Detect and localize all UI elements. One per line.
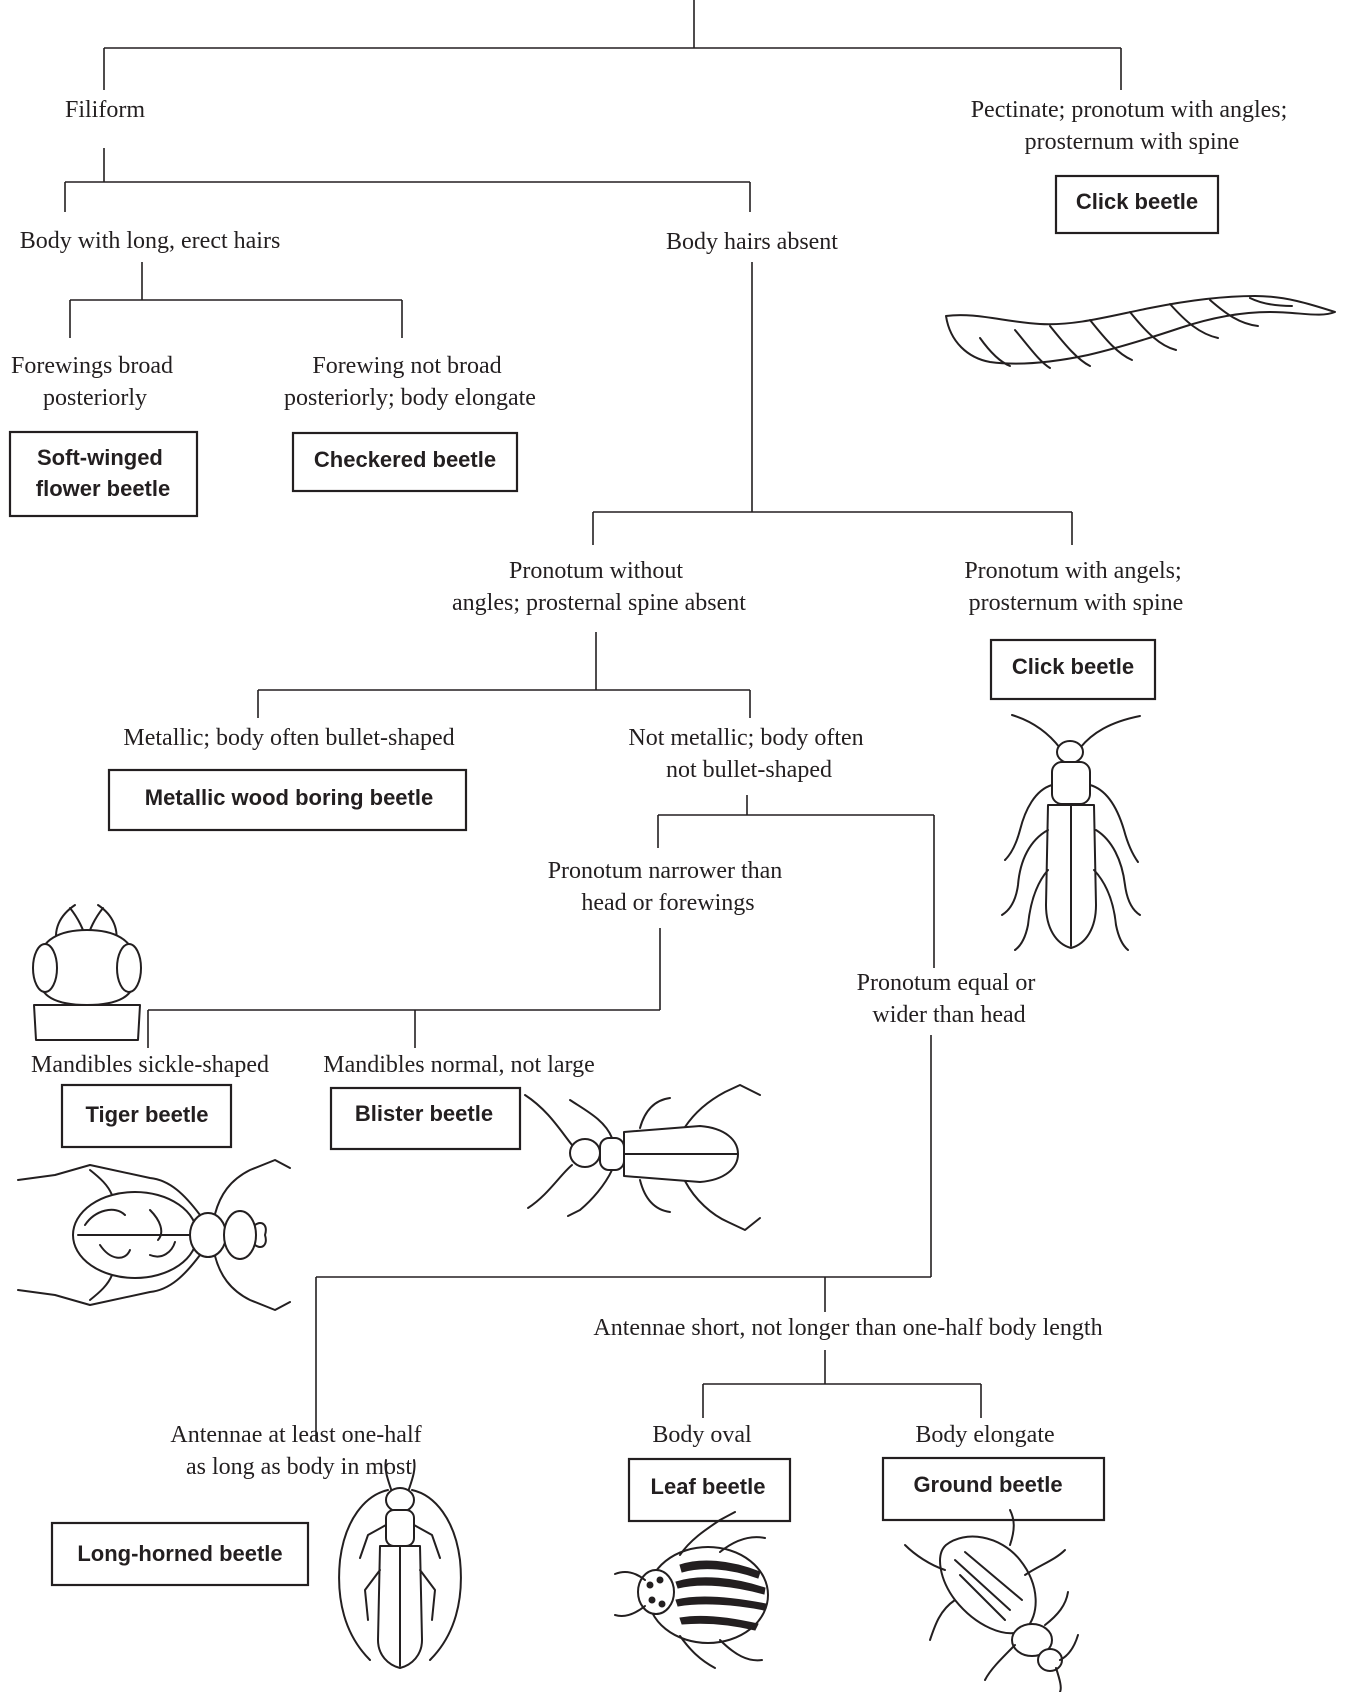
pronotum-without-label: Pronotum without angles; prosternal spin… xyxy=(452,558,746,616)
pronotum-with-label: Pronotum with angels; prosternum with sp… xyxy=(964,558,1187,616)
metallic-wood-label: Metallic wood boring beetle xyxy=(145,785,433,810)
soft-winged-line-2: flower beetle xyxy=(36,476,170,501)
leaf-beetle-label: Leaf beetle xyxy=(651,1474,766,1499)
pronotum-narrower-line-2: head or forewings xyxy=(581,890,754,916)
mandibles-sickle-line-1: Mandibles sickle-shaped xyxy=(31,1052,269,1078)
filiform-line-1: Filiform xyxy=(65,97,145,123)
svg-text:Tiger beetle: Tiger beetle xyxy=(85,1102,208,1127)
click-beetle-top-label: Click beetle xyxy=(1076,189,1198,214)
antennae-long-line-2: as long as body in most xyxy=(186,1454,412,1480)
svg-text:Blister beetle: Blister beetle xyxy=(355,1101,493,1126)
forewing-not-broad-line-1: Forewing not broad xyxy=(312,353,501,379)
antennae-long-line-1: Antennae at least one-half xyxy=(170,1422,421,1448)
body-elongate-line-1: Body elongate xyxy=(915,1422,1054,1448)
svg-text:Leaf beetle: Leaf beetle xyxy=(651,1474,766,1499)
pronotum-equal-line-2: wider than head xyxy=(872,1002,1025,1028)
result-box-ground-beetle: Ground beetle xyxy=(881,1456,1106,1522)
pectinate-label: Pectinate; pronotum with angles; proster… xyxy=(971,97,1294,155)
result-box-blister-beetle: Blister beetle xyxy=(329,1086,522,1151)
pectinate-line-1: Pectinate; pronotum with angles; xyxy=(971,97,1288,123)
pronotum-equal-line-1: Pronotum equal or xyxy=(857,970,1036,996)
svg-text:Checkered beetle: Checkered beetle xyxy=(314,447,496,472)
forewing-not-broad-label: Forewing not broad posteriorly; body elo… xyxy=(284,353,536,411)
not-metallic-line-2: not bullet-shaped xyxy=(666,757,832,783)
body-oval-line-1: Body oval xyxy=(652,1422,752,1448)
antennae-short-label: Antennae short, not longer than one-half… xyxy=(593,1315,1102,1341)
pronotum-with-line-1: Pronotum with angels; xyxy=(964,558,1181,584)
mandibles-normal-line-1: Mandibles normal, not large xyxy=(323,1052,595,1078)
body-oval-label: Body oval xyxy=(652,1422,752,1448)
result-box-long-horned-beetle: Long-horned beetle xyxy=(50,1521,310,1587)
pectinate-line-2: prosternum with spine xyxy=(1025,129,1240,155)
pronotum-narrower-line-1: Pronotum narrower than xyxy=(548,858,783,884)
forewings-broad-label: Forewings broad posteriorly xyxy=(11,353,179,411)
result-box-click-beetle: Click beetle xyxy=(989,638,1157,701)
svg-text:Click beetle: Click beetle xyxy=(1076,189,1198,214)
svg-text:Soft-winged flower beetl: Soft-winged flower beetle xyxy=(36,445,170,501)
long-hairs-line-1: Body with long, erect hairs xyxy=(20,228,281,254)
metallic-line-1: Metallic; body often bullet-shaped xyxy=(123,725,454,751)
blister-beetle-illustration xyxy=(524,1084,761,1231)
hairs-absent-line-1: Body hairs absent xyxy=(666,229,838,255)
ground-beetle-illustration xyxy=(904,1509,1079,1692)
result-box-click-beetle-top: Click beetle xyxy=(1054,174,1220,235)
body-elongate-label: Body elongate xyxy=(915,1422,1054,1448)
not-metallic-label: Not metallic; body often not bullet-shap… xyxy=(628,725,869,783)
click-beetle-label: Click beetle xyxy=(1012,654,1134,679)
ground-beetle-label: Ground beetle xyxy=(913,1472,1062,1497)
svg-text:Metallic wood boring beetle: Metallic wood boring beetle xyxy=(145,785,433,810)
hairs-absent-label: Body hairs absent xyxy=(666,229,838,255)
result-box-tiger-beetle: Tiger beetle xyxy=(60,1083,233,1149)
pronotum-without-line-1: Pronotum without xyxy=(509,558,683,584)
soft-winged-line-1: Soft-winged xyxy=(37,445,163,470)
antennae-long-label: Antennae at least one-half as long as bo… xyxy=(170,1422,427,1480)
forewings-broad-line-2: posteriorly xyxy=(43,385,147,411)
svg-text:Ground beetle: Ground beetle xyxy=(913,1472,1062,1497)
not-metallic-line-1: Not metallic; body often xyxy=(628,725,863,751)
antennae-short-line-1: Antennae short, not longer than one-half… xyxy=(593,1315,1102,1341)
tiger-beetle-label: Tiger beetle xyxy=(85,1102,208,1127)
long-hairs-label: Body with long, erect hairs xyxy=(20,228,281,254)
connector-lines xyxy=(64,0,1122,1440)
result-box-checkered-beetle: Checkered beetle xyxy=(291,431,519,493)
pronotum-with-line-2: prosternum with spine xyxy=(969,590,1184,616)
tiger-beetle-head-illustration xyxy=(32,904,142,1041)
mandibles-sickle-label: Mandibles sickle-shaped xyxy=(31,1052,269,1078)
svg-text:Click beetle: Click beetle xyxy=(1012,654,1134,679)
forewing-not-broad-line-2: posteriorly; body elongate xyxy=(284,385,536,411)
svg-text:Long-horned beetle: Long-horned beetle xyxy=(77,1541,282,1566)
tiger-beetle-illustration xyxy=(17,1159,291,1311)
result-box-leaf-beetle: Leaf beetle xyxy=(627,1457,792,1523)
leaf-beetle-illustration xyxy=(614,1511,769,1669)
checkered-beetle-label: Checkered beetle xyxy=(314,447,496,472)
result-box-metallic-wood-boring-beetle: Metallic wood boring beetle xyxy=(107,768,468,832)
click-beetle-illustration xyxy=(1001,714,1141,951)
pronotum-equal-label: Pronotum equal or wider than head xyxy=(857,970,1042,1028)
mandibles-normal-label: Mandibles normal, not large xyxy=(323,1052,595,1078)
forewings-broad-line-1: Forewings broad xyxy=(11,353,173,379)
pronotum-narrower-label: Pronotum narrower than head or forewings xyxy=(548,858,789,916)
pronotum-without-line-2: angles; prosternal spine absent xyxy=(452,590,746,616)
blister-beetle-label: Blister beetle xyxy=(355,1101,493,1126)
filiform-label: Filiform xyxy=(65,97,145,123)
pectinate-antenna-illustration xyxy=(945,295,1336,369)
long-horned-label: Long-horned beetle xyxy=(77,1541,282,1566)
metallic-label: Metallic; body often bullet-shaped xyxy=(123,725,454,751)
result-box-soft-winged-flower-beetle: Soft-winged flower beetle xyxy=(8,430,199,518)
long-horned-beetle-illustration xyxy=(338,1459,462,1669)
